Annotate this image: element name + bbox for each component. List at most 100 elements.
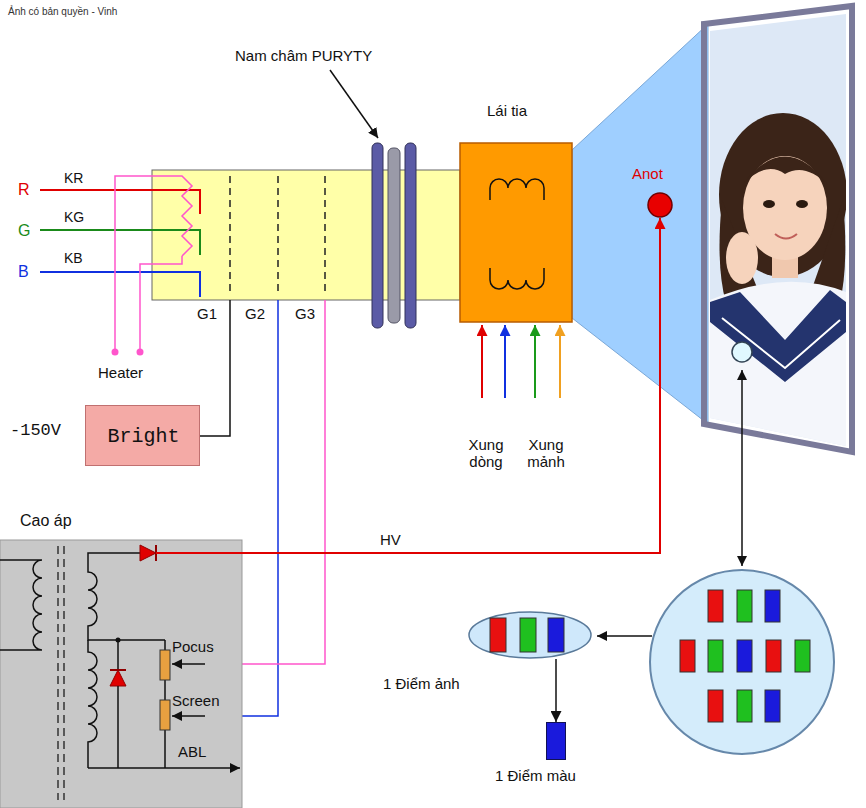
picture-uniform	[710, 282, 846, 450]
color-dot: 1 Điểm màu	[546, 722, 566, 760]
picture-mouth	[775, 234, 797, 239]
label-slot: Xung mảnh	[520, 436, 572, 471]
leader-arrow	[330, 70, 378, 138]
edge-label-slot: HV	[378, 531, 403, 548]
coil-symbol	[490, 268, 544, 289]
picture-fringe	[742, 157, 828, 186]
grid-g3	[324, 176, 326, 296]
text-slot: Screen	[172, 692, 220, 709]
heater-wire	[115, 176, 192, 352]
heater-wire	[140, 256, 182, 352]
label-slot: KB	[64, 250, 83, 266]
dot-caption: 1 Điểm màu	[495, 767, 576, 784]
wiper-arrow	[172, 663, 205, 665]
transformer-core	[57, 546, 59, 800]
label-slot: Ảnh có bản quyền - Vinh	[8, 6, 117, 18]
zoom-arrow	[741, 370, 743, 566]
text-slot: Anot	[632, 165, 663, 182]
pixel-triad: 1 Điểm ảnh	[468, 611, 592, 659]
label-slot: G2	[245, 305, 265, 322]
secondary-coil	[88, 553, 165, 640]
picture-hand	[726, 232, 758, 284]
yoke-title: Lái tia	[487, 102, 527, 119]
anode-cap: Anot	[647, 192, 673, 218]
diode-symbol	[110, 670, 126, 686]
panel-title: Cao áp	[20, 512, 72, 530]
red-phosphor	[766, 640, 781, 672]
circle-outline	[647, 192, 673, 218]
green-phosphor	[737, 690, 752, 722]
picture-collar	[710, 290, 846, 382]
diode-wire	[117, 686, 119, 768]
abl-wire	[88, 767, 240, 769]
signal-name: Screen	[172, 692, 220, 709]
anode-label: Anot	[632, 165, 663, 182]
heater-terminal	[137, 349, 144, 356]
picture-eye	[796, 200, 808, 208]
picture-background	[700, 0, 860, 460]
watermark: Ảnh có bản quyền - Vinh	[8, 6, 117, 18]
text-slot: ABL	[178, 743, 206, 760]
signal-name: Pocus	[172, 638, 214, 655]
zoom-spot	[732, 342, 752, 362]
text-slot: Lái tia	[487, 102, 527, 119]
blue-cathode-wire	[40, 272, 200, 297]
text-slot: Bright	[107, 425, 179, 448]
grid-g2	[277, 176, 279, 296]
pulse-arrow	[534, 325, 536, 398]
yoke-box	[460, 143, 572, 322]
signal-name: Xung dòng	[460, 436, 512, 471]
crt-funnel	[572, 24, 708, 424]
brightness-box: Bright	[85, 405, 200, 466]
green-phosphor	[737, 590, 752, 622]
blue-phosphor	[765, 590, 780, 622]
signal-name: B	[18, 263, 29, 281]
signal-name: Xung mảnh	[520, 436, 572, 471]
red-phosphor	[680, 640, 695, 672]
label-slot: G1	[197, 305, 217, 322]
red-phosphor	[708, 690, 723, 722]
heater-terminal	[112, 349, 119, 356]
screen-frame	[704, 6, 852, 452]
part-name: Heater	[98, 364, 143, 381]
potentiometer-symbol	[160, 700, 170, 730]
pixel-ellipse	[469, 612, 591, 658]
blue-phosphor	[765, 690, 780, 722]
zoom-arrow	[597, 635, 652, 637]
screen-picture	[700, 0, 860, 460]
pin-name: G3	[295, 305, 315, 322]
edge-label: HV	[378, 531, 403, 548]
pulse-arrow	[504, 325, 506, 398]
phosphor-cell	[520, 618, 536, 652]
voltage-value: -150V	[10, 421, 61, 441]
pulse-arrow	[559, 325, 561, 398]
green-phosphor	[795, 640, 810, 672]
wiper-arrow	[172, 715, 205, 717]
brightness-label: Bright	[107, 425, 179, 448]
red-phosphor	[708, 590, 723, 622]
label-slot: Xung dòng	[460, 436, 512, 471]
blue-phosphor	[737, 640, 752, 672]
pixel-caption: 1 Điểm ảnh	[383, 675, 460, 692]
diode-symbol	[110, 669, 126, 671]
coil-symbol	[490, 179, 544, 200]
part-name: Nam châm PURYTY	[235, 47, 372, 64]
connector-line	[242, 218, 660, 553]
signal-name: G	[18, 222, 30, 240]
label-slot: G3	[295, 305, 315, 322]
label-slot: KR	[64, 170, 83, 186]
high-voltage-panel: Cao ápPocusScreenABL	[0, 540, 242, 808]
deflection-yoke: Lái tia	[460, 143, 572, 322]
text-slot: 1 Điểm ảnh	[383, 675, 460, 692]
hv-wire	[156, 552, 242, 554]
pin-name: KG	[64, 209, 84, 225]
primary-coil	[0, 560, 42, 650]
picture-eye	[763, 200, 775, 208]
label-slot: KG	[64, 209, 84, 225]
diode-symbol	[140, 545, 156, 561]
connector-line	[555, 659, 557, 722]
picture-collar-stripe	[722, 318, 840, 368]
potentiometer-symbol	[160, 650, 170, 680]
green-phosphor	[708, 640, 723, 672]
